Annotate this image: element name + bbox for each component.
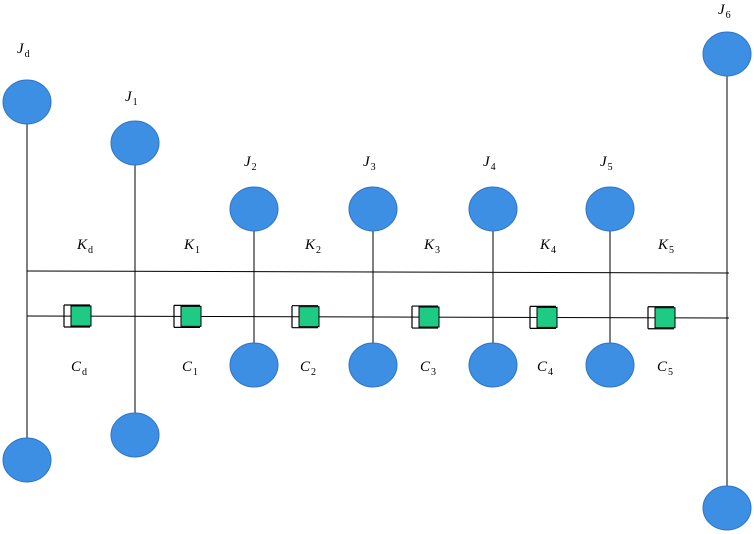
label-K3: K3: [423, 237, 440, 256]
label-C5-letter: C: [657, 359, 668, 375]
label-K3-subscript: 3: [435, 245, 440, 256]
disk-J2-bottom: [229, 342, 279, 388]
line-layer: [26, 54, 730, 508]
label-K1-letter: K: [183, 237, 195, 253]
disk-J5-top: [585, 186, 635, 232]
label-Cd: Cd: [71, 359, 87, 378]
label-C2-letter: C: [300, 359, 311, 375]
label-J4-letter: J: [483, 154, 491, 170]
disk-J4-bottom: [468, 342, 518, 388]
label-C4-subscript: 4: [548, 367, 553, 378]
label-C3-letter: C: [420, 359, 431, 375]
label-Kd-subscript: d: [88, 245, 93, 256]
disk-J4-top: [468, 186, 518, 232]
label-C2: C2: [300, 359, 316, 378]
label-J5: J5: [600, 154, 613, 173]
label-J2-subscript: 2: [252, 162, 257, 173]
label-Jd-letter: J: [17, 41, 25, 57]
label-J2: J2: [244, 154, 257, 173]
label-K3-letter: K: [423, 237, 435, 253]
label-C4-letter: C: [537, 359, 548, 375]
label-K5-letter: K: [657, 237, 669, 253]
label-Cd-letter: C: [71, 359, 82, 375]
damper-C3: [418, 306, 440, 328]
label-J3-letter: J: [363, 154, 371, 170]
label-J5-letter: J: [600, 154, 608, 170]
damper-line: [26, 315, 730, 319]
disk-Jd-bottom: [2, 437, 52, 483]
label-J4-subscript: 4: [491, 162, 496, 173]
label-K5: K5: [657, 237, 674, 256]
label-C3-subscript: 3: [431, 367, 436, 378]
disk-Jd-top: [2, 79, 52, 125]
label-Jd-subscript: d: [25, 49, 30, 60]
label-J1-subscript: 1: [133, 97, 138, 108]
label-J6-subscript: 6: [726, 10, 731, 21]
disk-J3-bottom: [348, 342, 398, 388]
label-Jd: Jd: [17, 41, 30, 60]
disk-J1-top: [110, 120, 160, 166]
label-J6: J6: [718, 2, 731, 21]
label-K5-subscript: 5: [669, 245, 674, 256]
damper-C4-housing: [529, 305, 556, 329]
label-Cd-subscript: d: [82, 367, 87, 378]
damper-C3-housing: [411, 305, 438, 329]
disk-J6-bottom: [702, 485, 752, 531]
damper-Cd: [70, 305, 92, 327]
label-J3: J3: [363, 154, 376, 173]
label-J1-letter: J: [125, 89, 133, 105]
label-K2: K2: [304, 237, 321, 256]
disk-J3-top: [348, 186, 398, 232]
label-Kd: Kd: [76, 237, 93, 256]
label-J1: J1: [125, 89, 138, 108]
damper-C5-housing: [647, 306, 674, 330]
label-K4: K4: [539, 237, 556, 256]
label-K1: K1: [183, 237, 200, 256]
label-J4: J4: [483, 154, 496, 173]
label-C5-subscript: 5: [668, 367, 673, 378]
disk-J1-bottom: [110, 412, 160, 458]
damper-C2-housing: [291, 305, 318, 329]
label-K4-letter: K: [539, 237, 551, 253]
label-C1: C1: [182, 359, 198, 378]
label-J3-subscript: 3: [371, 162, 376, 173]
label-C5: C5: [657, 359, 673, 378]
spring-line: [26, 270, 730, 274]
label-C1-subscript: 1: [193, 367, 198, 378]
label-C2-subscript: 2: [311, 367, 316, 378]
damper-C4: [536, 306, 558, 328]
damper-C5: [654, 307, 676, 329]
label-J2-letter: J: [244, 154, 252, 170]
label-C4: C4: [537, 359, 553, 378]
damper-C1: [180, 305, 202, 327]
shape-layer: [2, 31, 752, 531]
disk-J6-top: [702, 31, 752, 77]
label-C1-letter: C: [182, 359, 193, 375]
label-K2-subscript: 2: [316, 245, 321, 256]
label-J5-subscript: 5: [608, 162, 613, 173]
label-Kd-letter: K: [76, 237, 88, 253]
label-J6-letter: J: [718, 2, 726, 18]
label-K2-letter: K: [304, 237, 316, 253]
damper-Cd-housing: [63, 304, 90, 328]
damper-C1-housing: [173, 304, 200, 328]
disk-J2-top: [229, 186, 279, 232]
disk-J5-bottom: [585, 342, 635, 388]
damper-C2: [298, 306, 320, 328]
label-K1-subscript: 1: [195, 245, 200, 256]
label-K4-subscript: 4: [551, 245, 556, 256]
label-C3: C3: [420, 359, 436, 378]
